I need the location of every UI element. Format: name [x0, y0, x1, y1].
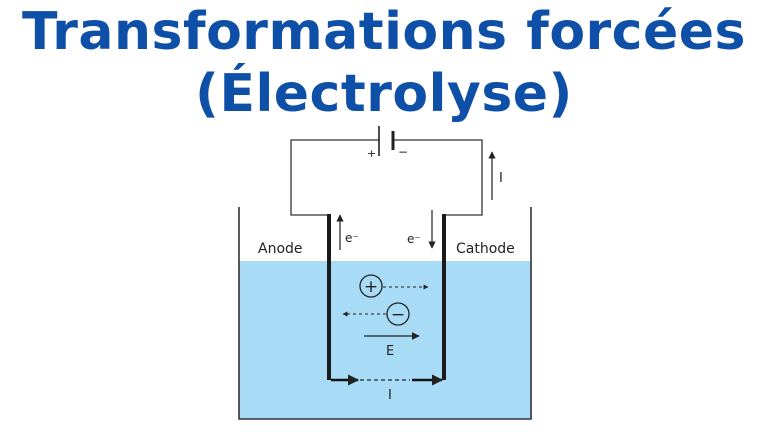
wire-left [290, 139, 379, 216]
anode-label: Anode [258, 241, 303, 257]
cation-symbol: + [364, 277, 378, 297]
vessel [238, 207, 532, 420]
battery-plus-label: + [367, 147, 376, 160]
current-label-top: I [499, 171, 503, 186]
anion-circle [386, 302, 410, 326]
cathode-label: Cathode [456, 241, 515, 257]
wire-right [393, 139, 483, 216]
electron-label-anode: e⁻ [345, 231, 359, 245]
cation-circle [359, 274, 383, 298]
anion-symbol: − [391, 305, 405, 325]
electrolyte [239, 261, 531, 419]
battery-minus-label: − [398, 145, 408, 159]
title-line-2: (Électrolyse) [195, 64, 573, 124]
field-label: E [386, 344, 394, 359]
current-label-bottom: I [388, 388, 392, 403]
electron-label-cathode: e⁻ [407, 232, 421, 246]
title-line-1: Transformations forcées [21, 2, 746, 62]
